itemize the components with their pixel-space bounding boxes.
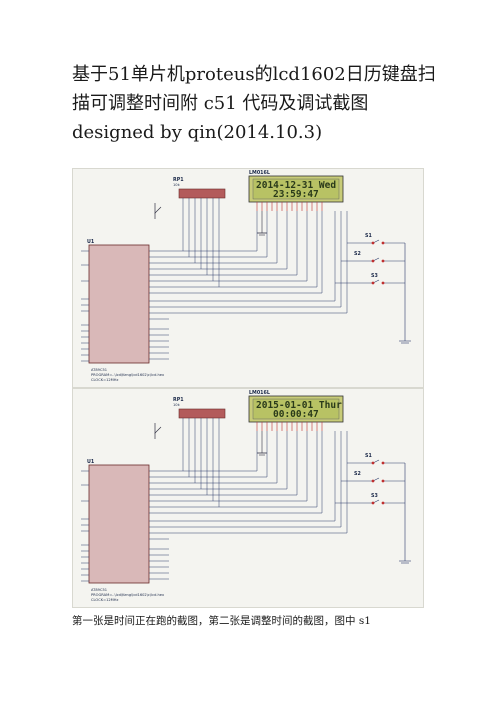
lcd-line-1: 2014-12-31 Wed xyxy=(256,180,336,191)
lcd-line-2: 00:00:47 xyxy=(273,409,319,420)
switch-s1-label: S1 xyxy=(365,453,372,459)
lcd-label: LM016L xyxy=(249,170,270,176)
switch-s2-label: S2 xyxy=(354,471,361,477)
switch-s3-label: S3 xyxy=(371,273,378,279)
document-title: 基于51单片机proteus的lcd1602日历键盘扫描可调整时间附 c51 代… xyxy=(72,64,436,143)
mcu-program: PROGRAM=..\lcd\Keng\lcd1602\c\lcd.hex xyxy=(91,593,165,597)
mcu-label: U1 xyxy=(87,459,94,465)
mcu-clock: CLOCK=12MHz xyxy=(91,598,118,602)
rp1-label: RP1 xyxy=(173,397,184,403)
resistor-pack xyxy=(178,408,226,419)
rp1-label: RP1 xyxy=(173,177,184,183)
resistor-pack xyxy=(178,188,226,199)
mcu-label: U1 xyxy=(87,239,94,245)
schematic-screenshot-running: RP1 10k LM016L 2014-12-31 Wed 23:59:47 U… xyxy=(72,168,424,388)
switch-s3-label: S3 xyxy=(371,493,378,499)
mcu-program: PROGRAM=..\lcd\Keng\lcd1602\c\lcd.hex xyxy=(91,373,165,377)
switch-s2-label: S2 xyxy=(354,251,361,257)
lcd-label: LM016L xyxy=(249,390,270,396)
schematic-screenshot-adjusting: RP1 10k LM016L 2015-01-01 Thur 00:00:47 … xyxy=(72,388,424,608)
microcontroller xyxy=(88,464,150,584)
lcd-line-2: 23:59:47 xyxy=(273,189,319,200)
switch-s1-label: S1 xyxy=(365,233,372,239)
rp1-value: 10k xyxy=(173,403,181,407)
document-caption: 第一张是时间正在跑的截图，第二张是调整时间的截图，图中 s1 xyxy=(72,615,371,627)
mcu-clock: CLOCK=12MHz xyxy=(91,378,118,382)
rp1-value: 10k xyxy=(173,183,181,187)
lcd-line-1: 2015-01-01 Thur xyxy=(256,400,342,411)
mcu-name: AT89C51 xyxy=(91,368,107,372)
microcontroller xyxy=(88,244,150,364)
mcu-name: AT89C51 xyxy=(91,588,107,592)
